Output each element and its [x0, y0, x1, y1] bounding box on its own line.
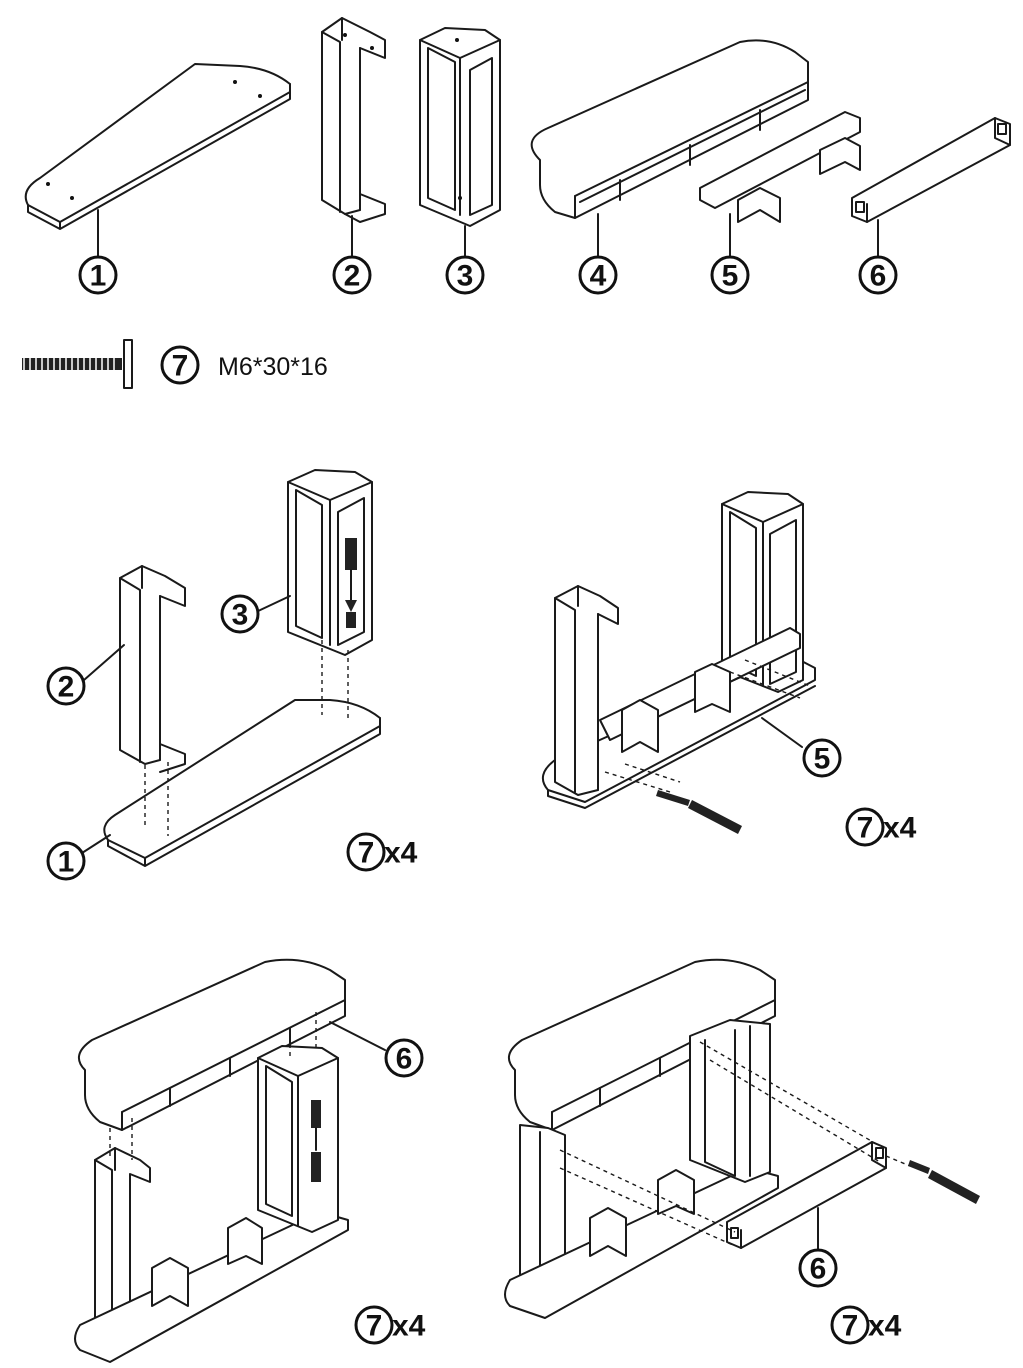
svg-text:x4: x4	[384, 837, 418, 870]
step-2-callout-5: 5	[802, 738, 842, 778]
part-3-right-leg	[419, 27, 501, 257]
svg-text:1: 1	[58, 846, 75, 879]
part-2-left-leg	[321, 17, 386, 257]
svg-text:7: 7	[857, 812, 874, 845]
svg-text:x4: x4	[883, 812, 917, 845]
part-label-6: 6	[870, 260, 887, 293]
svg-text:6: 6	[810, 1253, 827, 1286]
svg-text:3: 3	[232, 599, 249, 632]
step-2-quantity: 7 x4	[845, 807, 917, 847]
part-label-5: 5	[722, 260, 739, 293]
part-badge-6: 6	[858, 255, 898, 295]
step-3-diagram	[74, 958, 386, 1363]
bolt-icon	[22, 339, 133, 389]
step-3-quantity: 7 x4	[354, 1305, 426, 1345]
step-1-quantity: 7 x4	[346, 832, 418, 872]
part-badge-3: 3	[445, 255, 485, 295]
svg-text:x4: x4	[868, 1310, 902, 1343]
svg-text:7: 7	[358, 837, 375, 870]
hardware-spec: M6*30*16	[218, 353, 328, 381]
svg-text:6: 6	[396, 1043, 413, 1076]
part-label-2: 2	[344, 260, 361, 293]
step-4-callout-6: 6	[798, 1248, 838, 1288]
part-label-4: 4	[590, 260, 607, 293]
part-badge-1: 1	[78, 255, 118, 295]
step-1-callout-1: 1	[46, 841, 86, 881]
svg-text:7: 7	[366, 1310, 383, 1343]
step-4-quantity: 7 x4	[830, 1305, 902, 1345]
step-4-diagram	[504, 958, 980, 1319]
svg-text:x4: x4	[392, 1310, 426, 1343]
part-badge-4: 4	[578, 255, 618, 295]
svg-text:5: 5	[814, 743, 831, 776]
part-label-1: 1	[90, 260, 107, 293]
part-6-rail	[851, 117, 1011, 257]
part-label-3: 3	[457, 260, 474, 293]
step-3-callout-6: 6	[384, 1038, 424, 1078]
step-1-callout-3: 3	[220, 594, 260, 634]
part-badge-2: 2	[332, 255, 372, 295]
part-4-top-shelf	[530, 39, 809, 257]
hardware-badge-7: 7	[160, 345, 200, 385]
part-5-stretcher	[699, 111, 861, 257]
svg-text:7: 7	[842, 1310, 859, 1343]
step-1-diagram	[81, 469, 381, 867]
part-badge-5: 5	[710, 255, 750, 295]
step-2-diagram	[541, 491, 816, 834]
part-1-base-board	[24, 63, 291, 257]
svg-text:2: 2	[58, 671, 75, 704]
hardware-label: 7	[172, 350, 189, 383]
step-1-callout-2: 2	[46, 666, 86, 706]
